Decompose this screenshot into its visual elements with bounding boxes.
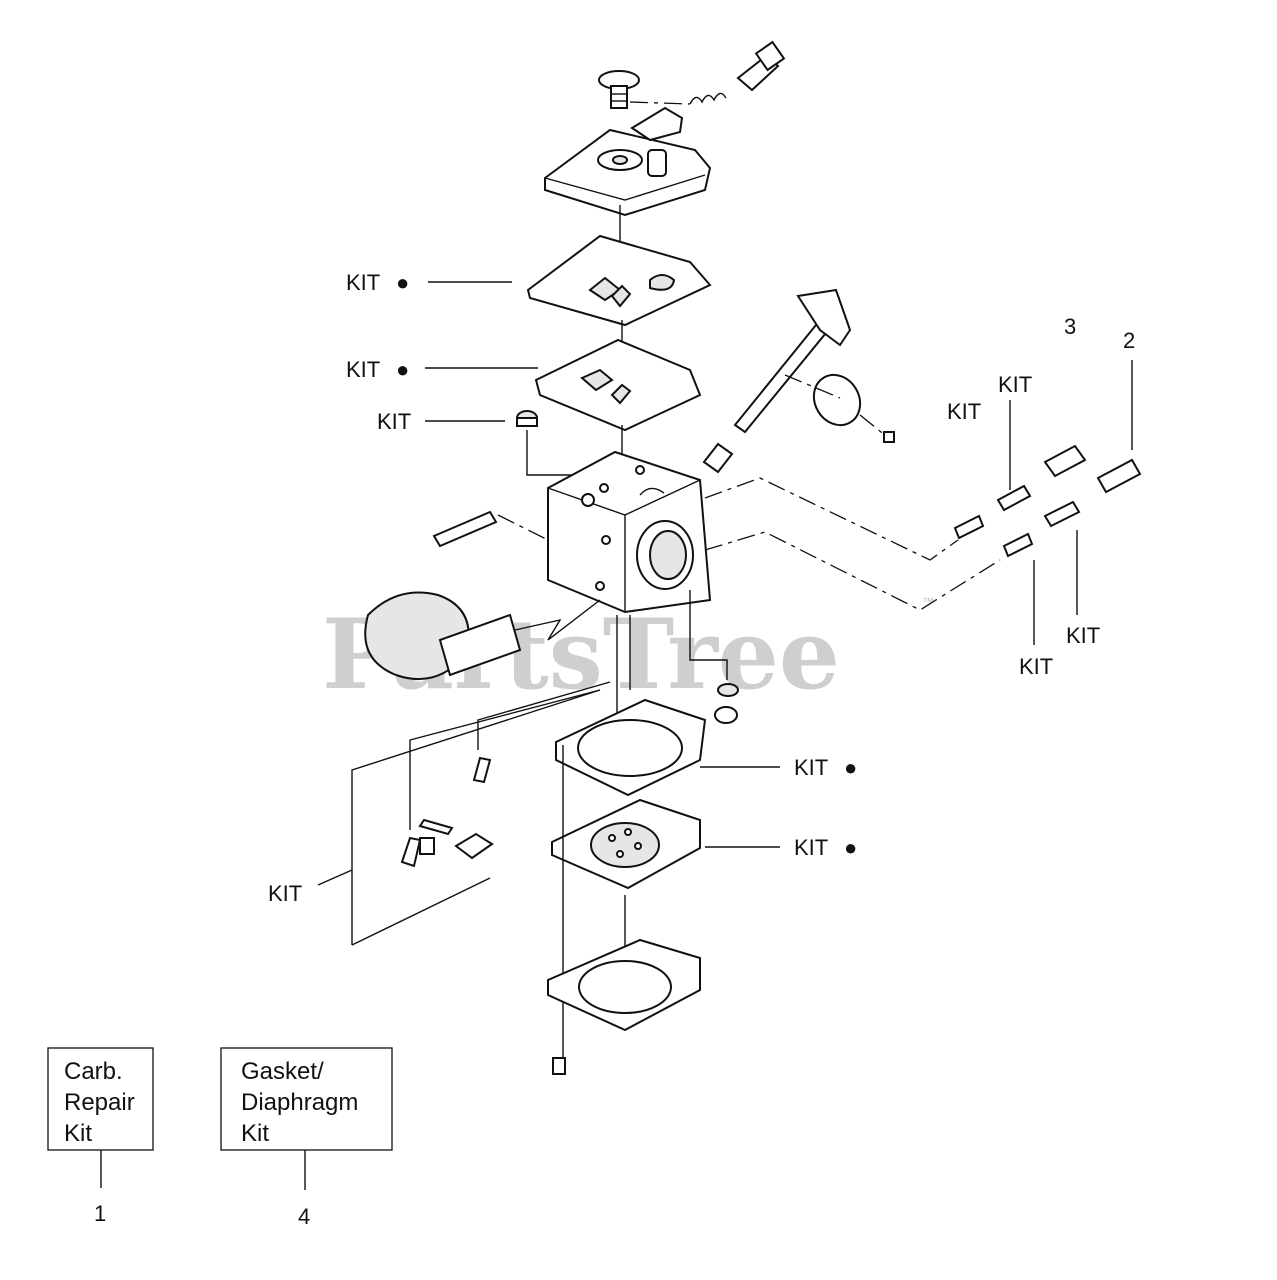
fuel-screen [364, 591, 522, 681]
welch-plug [516, 410, 538, 427]
kit-label-right-c: KIT [1066, 623, 1100, 648]
kit-dot-gasket-lower: ● [844, 755, 857, 780]
legend-gasket-line-3: Kit [241, 1120, 269, 1147]
kit-label-right-d: KIT [1019, 654, 1053, 679]
kit-label-diaphragm-lower: KIT [794, 835, 828, 860]
kit-dot-pump-diaphragm: ● [396, 357, 409, 382]
legend-carb-repair-kit: Carb. Repair Kit 1 [47, 1047, 154, 1226]
kit-label-right-b: KIT [947, 399, 981, 424]
kit-label-lower-left: KIT [268, 881, 302, 906]
bottom-screw [552, 1057, 566, 1075]
legend-gasket-line-2: Diaphragm [241, 1089, 358, 1116]
kit-dot-top-gasket: ● [396, 270, 409, 295]
kit-label-gasket-lower: KIT [794, 755, 828, 780]
callout-number-2: 2 [1123, 328, 1135, 353]
legend-gasket-number: 4 [298, 1204, 310, 1229]
pump-cover [547, 938, 701, 1032]
legend-carb-number: 1 [94, 1201, 106, 1226]
throttle-shaft [702, 288, 895, 474]
kit-dot-diaphragm-lower: ● [844, 835, 857, 860]
kit-label-top-gasket: KIT [346, 270, 380, 295]
legend-carb-line-1: Carb. [64, 1058, 123, 1085]
legend-carb-line-2: Repair [64, 1089, 135, 1116]
top-screw [598, 70, 640, 109]
legend-carb-line-3: Kit [64, 1120, 92, 1147]
idle-adjust-screw [689, 40, 786, 105]
callout-number-3: 3 [1064, 314, 1076, 339]
pump-gasket [555, 698, 707, 797]
high-speed-needle [1002, 458, 1142, 558]
pump-diaphragm [551, 798, 701, 890]
legend-gasket-line-1: Gasket/ [241, 1058, 324, 1085]
watermark-trademark: ™ [922, 595, 934, 609]
choke-pin [432, 510, 498, 548]
cover-plate [544, 106, 712, 217]
legend-gasket-diaphragm-kit: Gasket/ Diaphragm Kit 4 [220, 1047, 393, 1229]
inlet-needle-assembly [400, 756, 494, 868]
kit-label-plug: KIT [377, 409, 411, 434]
carburetor-body [547, 450, 712, 614]
metering-diaphragm [534, 338, 702, 432]
metering-gasket [526, 234, 712, 327]
low-speed-needle [953, 444, 1087, 540]
kit-label-pump-diaphragm: KIT [346, 357, 380, 382]
kit-label-right-a: KIT [998, 372, 1032, 397]
fuel-pump-check [714, 683, 739, 724]
